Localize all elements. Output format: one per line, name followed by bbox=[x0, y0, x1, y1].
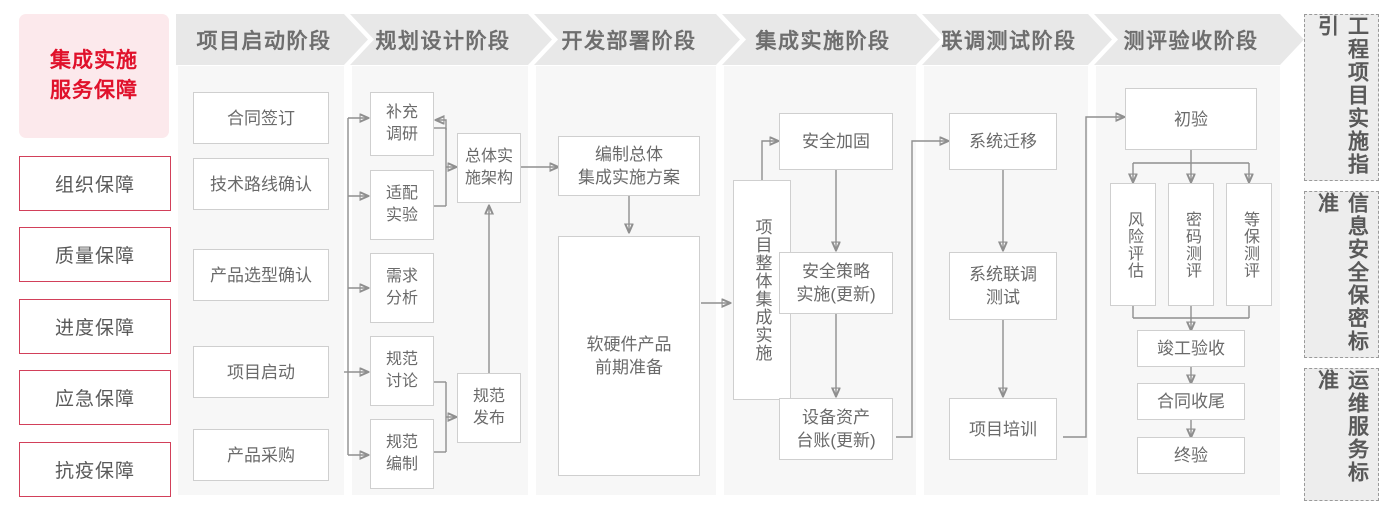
phase-title: 集成实施阶段 bbox=[755, 29, 891, 53]
node-risk-assessment[interactable]: 风险评估 bbox=[1110, 183, 1156, 306]
node-completion-acceptance[interactable]: 竣工验收 bbox=[1137, 330, 1245, 367]
lead-title-box: 集成实施 服务保障 bbox=[19, 14, 169, 138]
phase-title: 测评验收阶段 bbox=[1123, 29, 1259, 53]
phase-header-4[interactable]: 集成实施阶段 bbox=[722, 14, 940, 65]
node-label: 规范 讨论 bbox=[385, 351, 418, 390]
standard-panel-label: 工程项目实施指引 bbox=[1315, 15, 1369, 176]
node-product-selection-confirm[interactable]: 产品选型确认 bbox=[193, 249, 329, 301]
standard-panel-ops-service[interactable]: 运维服务标准 bbox=[1304, 368, 1379, 501]
phase-header-6[interactable]: 测评验收阶段 bbox=[1094, 14, 1304, 65]
chevron-shape bbox=[922, 14, 1112, 65]
node-label: 总体实 施架构 bbox=[464, 148, 513, 187]
node-label: 风险评估 bbox=[1125, 210, 1142, 279]
node-system-migration[interactable]: 系统迁移 bbox=[949, 113, 1057, 170]
node-project-training[interactable]: 项目培训 bbox=[949, 398, 1057, 460]
node-final-acceptance[interactable]: 终验 bbox=[1137, 437, 1245, 474]
node-hw-sw-preparation[interactable]: 软硬件产品 前期准备 bbox=[558, 236, 700, 476]
node-security-hardening[interactable]: 安全加固 bbox=[779, 113, 893, 170]
node-label: 需求 分析 bbox=[385, 268, 418, 307]
phase-title: 联调测试阶段 bbox=[941, 29, 1077, 53]
node-label: 规范 编制 bbox=[385, 434, 418, 473]
sidebar-item-label: 应急保障 bbox=[54, 389, 135, 410]
node-spec-discussion[interactable]: 规范 讨论 bbox=[370, 336, 434, 406]
sidebar-item-organization[interactable]: 组织保障 bbox=[19, 156, 171, 211]
phase-header-3[interactable]: 开发部署阶段 bbox=[534, 14, 740, 65]
chevron-shape bbox=[350, 14, 552, 65]
sidebar-item-label: 组织保障 bbox=[54, 175, 135, 196]
phase-header-5[interactable]: 联调测试阶段 bbox=[922, 14, 1112, 65]
node-spec-drafting[interactable]: 规范 编制 bbox=[370, 419, 434, 489]
node-preliminary-acceptance[interactable]: 初验 bbox=[1125, 88, 1257, 150]
node-label: 技术路线确认 bbox=[210, 174, 312, 194]
phase-title: 开发部署阶段 bbox=[561, 29, 697, 53]
node-requirement-analysis[interactable]: 需求 分析 bbox=[370, 253, 434, 323]
node-label: 编制总体 集成实施方案 bbox=[578, 145, 680, 187]
node-supplementary-research[interactable]: 补充 调研 bbox=[370, 92, 434, 156]
phase-header-2[interactable]: 规划设计阶段 bbox=[350, 14, 552, 65]
node-label: 系统迁移 bbox=[969, 132, 1037, 151]
node-mlps-evaluation[interactable]: 等保测评 bbox=[1226, 183, 1272, 306]
node-cryptography-evaluation[interactable]: 密码测评 bbox=[1168, 183, 1214, 306]
node-label: 软硬件产品 前期准备 bbox=[586, 335, 672, 377]
node-security-policy-implementation[interactable]: 安全策略 实施(更新) bbox=[779, 252, 893, 314]
sidebar-item-schedule[interactable]: 进度保障 bbox=[19, 299, 171, 354]
node-tech-route-confirm[interactable]: 技术路线确认 bbox=[193, 158, 329, 210]
chevron-shape bbox=[176, 14, 368, 65]
node-system-joint-debug-test[interactable]: 系统联调 测试 bbox=[949, 252, 1057, 320]
node-contract-signing[interactable]: 合同签订 bbox=[193, 92, 329, 144]
lead-title-line1: 集成实施 bbox=[50, 49, 138, 72]
chevron-shape bbox=[1094, 14, 1304, 65]
standard-panel-label: 运维服务标准 bbox=[1315, 369, 1369, 484]
node-overall-implementation-architecture[interactable]: 总体实 施架构 bbox=[457, 133, 521, 203]
standard-panel-infosec[interactable]: 信息安全保密标准 bbox=[1304, 191, 1379, 358]
node-label: 项目整体集成实施 bbox=[752, 218, 772, 362]
node-label: 产品选型确认 bbox=[210, 265, 312, 285]
sidebar-item-label: 质量保障 bbox=[54, 246, 135, 267]
sidebar-item-label: 抗疫保障 bbox=[54, 461, 135, 482]
node-label: 项目培训 bbox=[969, 419, 1037, 439]
phase-header-1[interactable]: 项目启动阶段 bbox=[176, 14, 368, 65]
node-product-procurement[interactable]: 产品采购 bbox=[193, 429, 329, 481]
node-adaptation-experiment[interactable]: 适配 实验 bbox=[370, 170, 434, 240]
node-contract-closure[interactable]: 合同收尾 bbox=[1137, 383, 1245, 420]
chevron-shape bbox=[534, 14, 740, 65]
node-label: 终验 bbox=[1174, 446, 1208, 465]
node-label: 规范 发布 bbox=[472, 388, 505, 427]
node-draft-overall-integration-plan[interactable]: 编制总体 集成实施方案 bbox=[558, 136, 700, 196]
node-label: 等保测评 bbox=[1241, 210, 1258, 279]
node-equipment-asset-ledger[interactable]: 设备资产 台账(更新) bbox=[779, 398, 893, 460]
node-label: 补充 调研 bbox=[385, 104, 418, 143]
chevron-shape bbox=[722, 14, 940, 65]
node-label: 产品采购 bbox=[227, 445, 295, 465]
standard-panel-engineering-guide[interactable]: 工程项目实施指引 bbox=[1304, 14, 1379, 181]
node-label: 初验 bbox=[1174, 109, 1208, 129]
node-label: 安全加固 bbox=[802, 132, 870, 151]
node-label: 竣工验收 bbox=[1157, 339, 1225, 358]
node-label: 安全策略 实施(更新) bbox=[796, 262, 876, 304]
phase-title: 项目启动阶段 bbox=[196, 29, 332, 53]
standard-panel-label: 信息安全保密标准 bbox=[1315, 192, 1369, 353]
sidebar-item-emergency[interactable]: 应急保障 bbox=[19, 370, 171, 425]
node-label: 设备资产 台账(更新) bbox=[796, 408, 876, 450]
lead-title-line2: 服务保障 bbox=[50, 79, 138, 102]
sidebar-item-quality[interactable]: 质量保障 bbox=[19, 227, 171, 282]
node-label: 合同收尾 bbox=[1157, 392, 1225, 411]
phase-title: 规划设计阶段 bbox=[375, 29, 511, 53]
node-project-kickoff[interactable]: 项目启动 bbox=[193, 346, 329, 398]
node-label: 密码测评 bbox=[1183, 210, 1200, 279]
sidebar-item-epidemic[interactable]: 抗疫保障 bbox=[19, 442, 171, 497]
node-spec-release[interactable]: 规范 发布 bbox=[457, 373, 521, 443]
node-label: 合同签订 bbox=[227, 108, 295, 128]
node-label: 项目启动 bbox=[227, 362, 295, 382]
node-label: 适配 实验 bbox=[385, 185, 418, 224]
sidebar-item-label: 进度保障 bbox=[54, 318, 135, 339]
node-label: 系统联调 测试 bbox=[969, 265, 1037, 307]
